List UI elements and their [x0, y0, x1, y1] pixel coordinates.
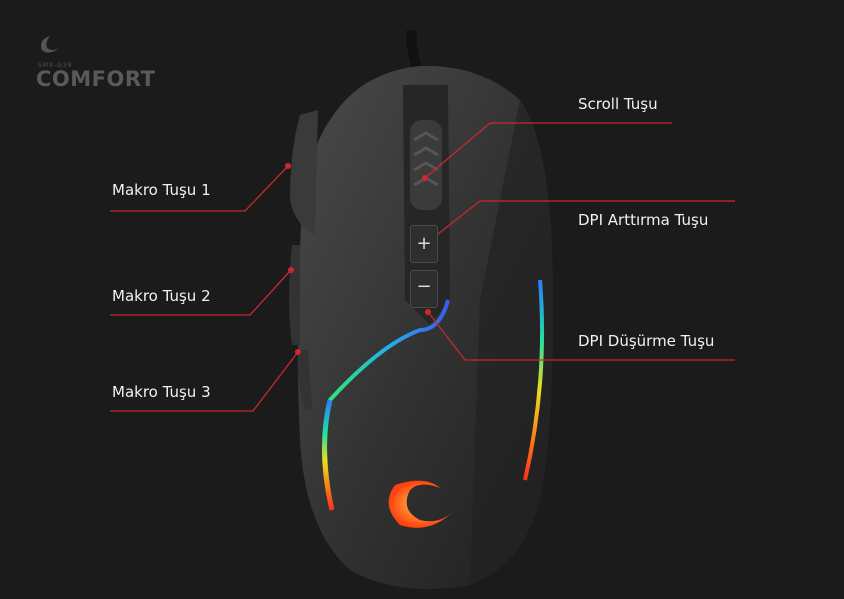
label-macro-3: Makro Tuşu 3 [112, 383, 211, 401]
label-dpi-down: DPI Düşürme Tuşu [578, 332, 715, 350]
dpi-up-button[interactable]: + [410, 225, 438, 263]
plus-icon: + [416, 233, 432, 254]
label-macro-2: Makro Tuşu 2 [112, 287, 211, 305]
macro-button-1[interactable] [290, 110, 318, 235]
label-scroll: Scroll Tuşu [578, 95, 658, 113]
macro-button-2[interactable] [289, 245, 300, 345]
brand-logo-glow [388, 480, 455, 528]
minus-icon: − [416, 276, 432, 297]
brand-logo-icon [41, 36, 60, 53]
label-dpi-up: DPI Arttırma Tuşu [578, 211, 709, 229]
callout-lines [110, 122, 735, 412]
cable [406, 29, 423, 72]
scroll-wheel[interactable] [410, 120, 442, 210]
brand-name: COMFORT [36, 67, 156, 91]
dpi-down-button[interactable]: − [410, 270, 438, 308]
macro-button-3[interactable] [297, 350, 312, 410]
brand-model: SMX-G39 [38, 62, 73, 69]
label-macro-1: Makro Tuşu 1 [112, 181, 211, 199]
